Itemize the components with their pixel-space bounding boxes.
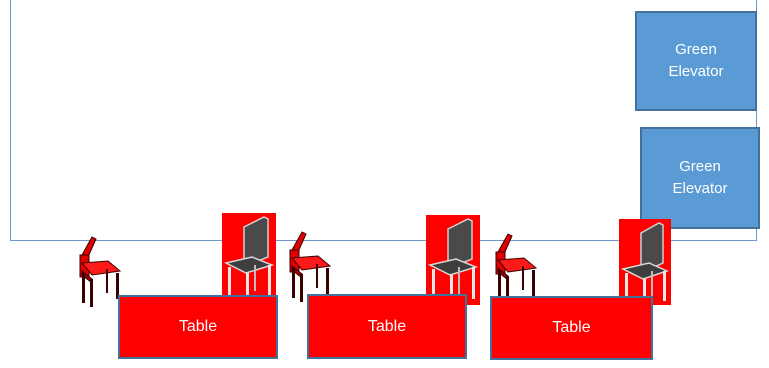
elevator-2-label-line1: Green: [679, 158, 721, 175]
red-chair-3: [494, 232, 540, 304]
elevator-2-label-line2: Elevator: [672, 180, 728, 197]
table-3-label: Table: [552, 319, 591, 336]
elevator-2[interactable]: Green Elevator: [640, 127, 760, 229]
table-1[interactable]: Table: [118, 295, 278, 359]
room-outline: [10, 0, 757, 241]
table-3[interactable]: Table: [490, 296, 653, 360]
red-chair-icon: [289, 231, 332, 302]
elevator-1[interactable]: Green Elevator: [635, 11, 757, 111]
table-2-label: Table: [367, 317, 407, 335]
red-chair-icon: [495, 233, 538, 304]
table-2[interactable]: Table: [307, 294, 467, 359]
elevator-1-label-line1: Green: [675, 41, 717, 58]
red-chair-1: [78, 235, 124, 307]
dark-chair-icon: [426, 215, 480, 305]
table-1-label: Table: [178, 318, 218, 335]
dark-chair-2: [426, 215, 480, 305]
dark-chair-icon: [222, 213, 276, 299]
dark-chair-1: [222, 213, 276, 299]
dark-chair-icon: [619, 219, 671, 305]
red-chair-2: [288, 230, 334, 302]
red-chair-icon: [79, 236, 122, 307]
elevator-1-label-line2: Elevator: [668, 63, 724, 80]
dark-chair-3: [619, 219, 671, 305]
